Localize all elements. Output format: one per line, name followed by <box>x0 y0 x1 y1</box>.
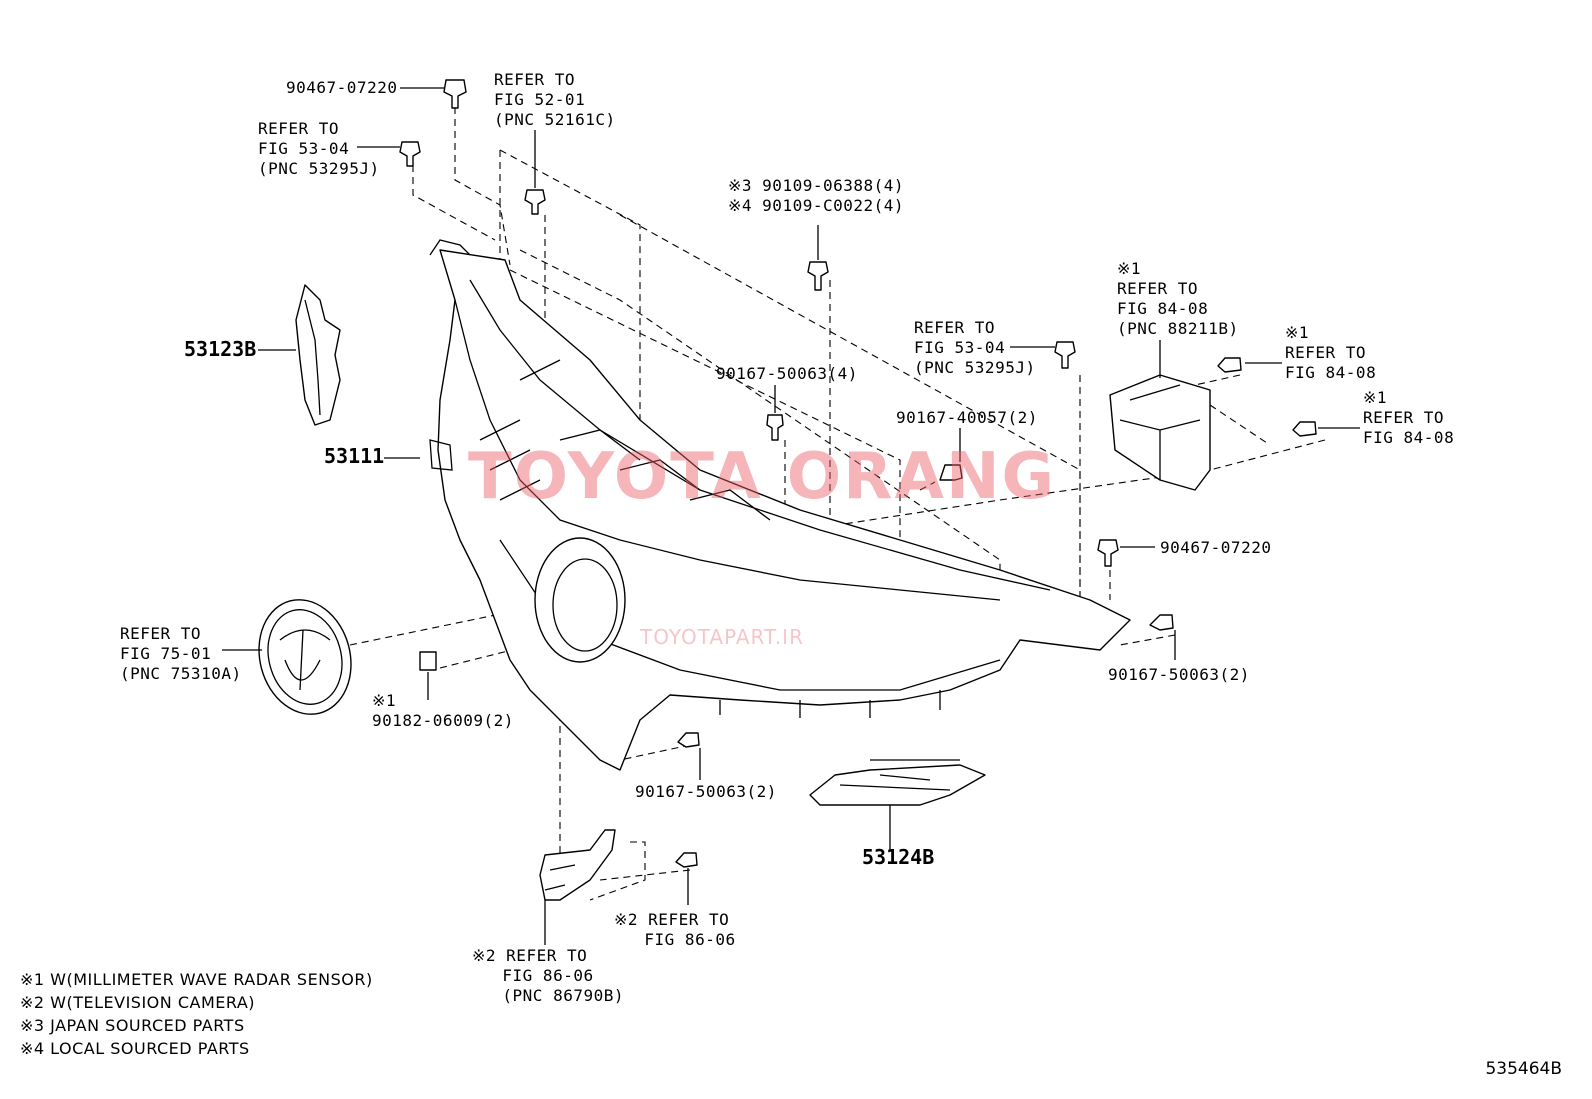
clip-53295j-left <box>399 141 421 167</box>
label-53111: 53111 <box>324 444 385 468</box>
fasteners <box>399 79 1317 868</box>
label-90167-50063-right: 90167-50063(2) <box>1108 665 1250 684</box>
label-90167-50063-bottom: 90167-50063(2) <box>635 782 777 801</box>
radar-sensor-drawing <box>1109 340 1211 491</box>
nut-90182 <box>419 651 437 671</box>
clip-90467-top <box>443 79 467 109</box>
legend-item: ※4 LOCAL SOURCED PARTS <box>20 1039 250 1058</box>
bolt-90167-bottom <box>677 732 700 748</box>
label-90467-right: 90467-07220 <box>1160 538 1272 557</box>
label-90167-40057: 90167-40057(2) <box>896 408 1038 427</box>
bracket-53123b-drawing <box>258 284 341 426</box>
label-refer-86-06-bolt: ※2 REFER TO FIG 86-06 <box>614 910 736 949</box>
legend: ※1 W(MILLIMETER WAVE RADAR SENSOR) ※2 W(… <box>20 968 373 1060</box>
bolt-90167-right <box>1149 614 1174 631</box>
clip-90467-right <box>1097 539 1119 567</box>
leader-lines <box>357 87 1360 905</box>
legend-item: ※2 W(TELEVISION CAMERA) <box>20 993 256 1012</box>
label-refer-75-01: REFER TO FIG 75-01 (PNC 75310A) <box>120 624 242 683</box>
bolt-90167-40057 <box>939 464 963 481</box>
watermark-main: TOYOTA ORANG <box>468 440 1057 514</box>
label-refer-84-08-upper: ※1 REFER TO FIG 84-08 <box>1285 323 1377 382</box>
label-refer-52-01: REFER TO FIG 52-01 (PNC 52161C) <box>494 70 616 129</box>
camera-bracket-drawing <box>539 829 616 945</box>
cover-53124b-drawing <box>809 759 986 850</box>
bolt-90109 <box>807 261 829 291</box>
label-90109: ※3 90109-06388(4) ※4 90109-C0022(4) <box>728 176 905 215</box>
clip-53295j-right <box>1054 341 1076 369</box>
label-90182: ※1 90182-06009(2) <box>372 691 514 730</box>
label-90167-50063-4: 90167-50063(4) <box>716 364 858 383</box>
label-53124b: 53124B <box>862 845 935 869</box>
label-refer-84-08-lower: ※1 REFER TO FIG 84-08 <box>1363 388 1455 447</box>
emblem-drawing <box>222 599 352 715</box>
grille-53111-drawing <box>429 239 1131 771</box>
watermark-sub: TOYOTAPART.IR <box>640 625 804 649</box>
label-refer-86-06-bracket: ※2 REFER TO FIG 86-06 (PNC 86790B) <box>472 946 624 1005</box>
label-refer-53-04-left: REFER TO FIG 53-04 (PNC 53295J) <box>258 119 380 178</box>
bolt-84-08-a <box>1217 357 1242 373</box>
label-53123b: 53123B <box>184 337 257 361</box>
bolt-90167-4 <box>766 414 784 441</box>
label-90467-top: 90467-07220 <box>286 78 398 97</box>
clip-52161c <box>524 189 546 215</box>
bolt-86-06 <box>675 852 698 868</box>
label-refer-84-08-sensor: ※1 REFER TO FIG 84-08 (PNC 88211B) <box>1117 259 1239 338</box>
legend-item: ※3 JAPAN SOURCED PARTS <box>20 1016 245 1035</box>
label-refer-53-04-right: REFER TO FIG 53-04 (PNC 53295J) <box>914 318 1036 377</box>
bolt-84-08-b <box>1292 421 1317 437</box>
diagram-code: 535464B <box>1485 1059 1562 1079</box>
legend-item: ※1 W(MILLIMETER WAVE RADAR SENSOR) <box>20 970 373 989</box>
